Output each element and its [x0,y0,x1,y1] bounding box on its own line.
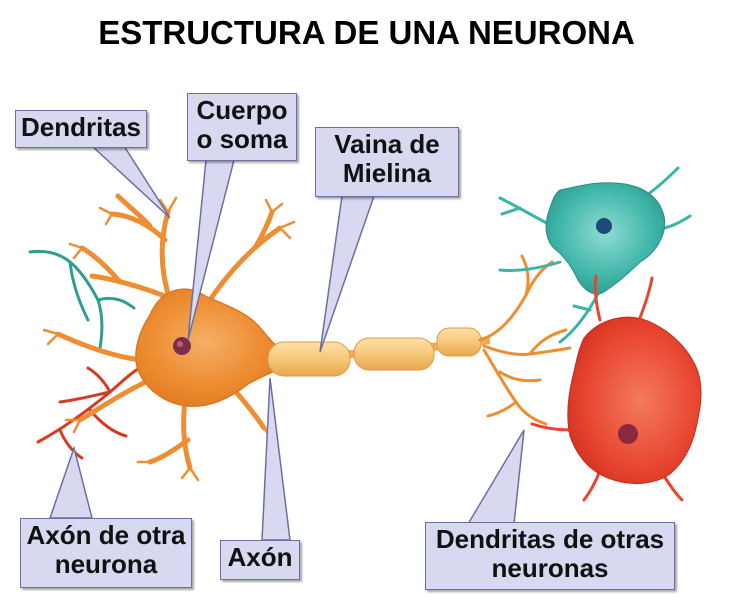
teal-neuron [498,166,692,344]
pointer-axon-otra [48,445,93,519]
myelin-segment-3 [436,327,482,357]
label-axon-otra-neurona: Axón de otra neurona [20,518,192,588]
diagram-title: ESTRUCTURA DE UNA NEURONA [98,14,635,51]
teal-axon-left [28,249,136,350]
label-cuerpo-soma: Cuerpo o soma [187,93,297,161]
label-axon: Axón [220,540,300,580]
nucleolus [177,341,183,347]
axon-terminals [478,254,572,426]
red-nucleus [618,424,638,444]
label-pointers [48,145,525,541]
label-vaina-mielina: Vaina de Mielina [315,127,459,197]
red-neuron [530,274,702,502]
teal-soma [545,182,666,295]
label-dendritas-otras: Dendritas de otras neuronas [425,522,675,590]
pointer-dendritas-otras [466,429,525,525]
pointer-vaina [319,195,376,353]
main-soma [135,288,291,407]
myelin-segment-1 [267,341,351,377]
myelin-segment-2 [353,337,435,371]
label-dendritas: Dendritas [15,110,147,148]
teal-nucleus [596,218,612,234]
myelin-sheath [267,327,482,377]
pointer-axon [261,377,291,541]
red-soma [567,316,702,485]
